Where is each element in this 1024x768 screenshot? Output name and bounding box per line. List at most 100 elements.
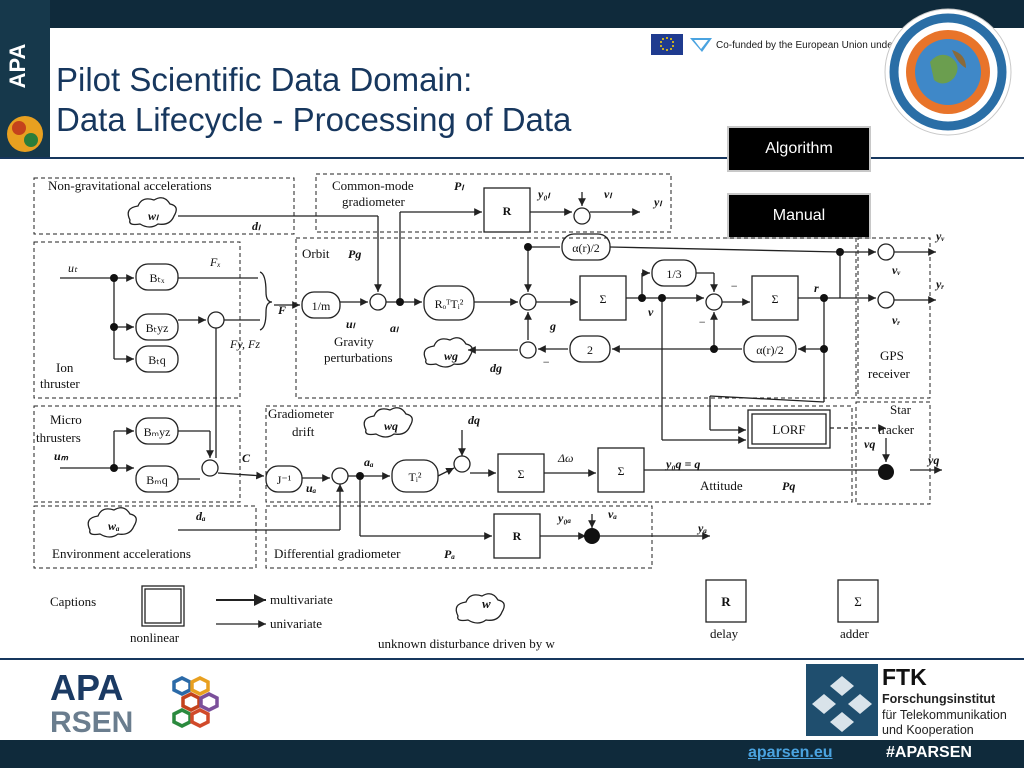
text-r-diff: R — [513, 529, 522, 543]
sig-wa: wₐ — [108, 519, 120, 533]
sig-Pg: Pg — [348, 247, 361, 261]
text-btyz: Bₜyz — [146, 321, 169, 335]
label-gps-2: receiver — [868, 366, 911, 381]
box-orbit — [295, 237, 857, 399]
sig-minus-1: − — [730, 279, 738, 293]
label-diffgrad: Differential gradiometer — [274, 546, 401, 561]
caption-univariate: univariate — [270, 616, 322, 631]
sig-C: C — [242, 451, 251, 465]
aparsen-hashtag: #APARSEN — [886, 744, 972, 761]
sig-dq: dq — [468, 413, 480, 427]
text-two: 2 — [587, 343, 593, 357]
sig-Pa: Pₐ — [444, 547, 455, 561]
sum-orbit-c — [519, 341, 537, 359]
text-j-inv: J⁻¹ — [277, 473, 292, 487]
label-ion-2: thruster — [40, 376, 80, 391]
ftk-title: FTK — [882, 664, 927, 690]
caption-delay-symbol — [705, 579, 747, 623]
sum-gps-v — [877, 243, 895, 261]
sig-yv: yᵥ — [934, 229, 944, 243]
label-grav-2: perturbations — [324, 350, 393, 365]
box-environment-accelerations — [33, 505, 257, 569]
sig-yl: yₗ — [652, 195, 662, 209]
box-gradiometer-drift — [265, 405, 853, 503]
label-gdrift-1: Gradiometer — [268, 406, 334, 421]
text-one-over-m: 1/m — [312, 299, 331, 313]
sum-micro — [201, 459, 219, 477]
label-micro-2: thrusters — [36, 430, 81, 445]
sig-domega: Δω — [557, 451, 574, 465]
fp7-icon — [690, 38, 712, 52]
label-cm-2: gradiometer — [342, 194, 405, 209]
caption-delay: delay — [710, 626, 739, 641]
eu-flag-icon — [651, 34, 683, 55]
aparsen-link[interactable]: aparsen.eu — [748, 744, 833, 761]
sig-minus-2: − — [698, 315, 706, 329]
caption-w: w — [482, 596, 491, 611]
sig-y0l: y₀ₗ — [536, 187, 551, 201]
page-title: Pilot Scientific Data Domain: Data Lifec… — [56, 60, 571, 140]
label-orbit: Orbit — [302, 246, 330, 261]
sum-drift-b — [453, 455, 471, 473]
sum-drift-a — [331, 467, 349, 485]
block-btyz — [135, 313, 179, 341]
caption-adder-block: Σ — [854, 594, 862, 609]
sig-wg: wg — [444, 349, 458, 363]
sig-ua: uₐ — [306, 481, 317, 495]
box-star-tracker — [855, 401, 931, 505]
caption-adder-symbol — [837, 579, 879, 623]
caption-nonlinear-symbol-inner — [144, 588, 182, 624]
tag-manual[interactable]: Manual — [727, 193, 871, 239]
sum-gps-r — [877, 291, 895, 309]
text-r-common: R — [503, 204, 512, 218]
aparsen-logo: APA RSEN — [50, 667, 230, 743]
block-two — [569, 335, 611, 363]
text-alpha-half-bottom: α(r)/2 — [756, 343, 784, 357]
text-sigma-2: Σ — [772, 292, 779, 306]
text-ti2: Tᵢ² — [409, 470, 422, 484]
caption-delay-block: R — [721, 594, 731, 609]
title-line-1: Pilot Scientific Data Domain: — [56, 61, 473, 98]
sig-vv: vᵥ — [892, 263, 900, 277]
text-sigma-1: Σ — [600, 292, 607, 306]
caption-multivariate: multivariate — [270, 592, 333, 607]
top-bar — [0, 0, 1024, 28]
sum-orbit-a — [369, 293, 387, 311]
block-lorf — [747, 409, 831, 449]
sig-yr: yᵣ — [934, 277, 944, 291]
block-ro-ti2 — [423, 285, 475, 321]
block-alpha-half-bottom — [743, 335, 797, 363]
label-gps-1: GPS — [880, 348, 904, 363]
sig-vq: vq — [864, 437, 875, 451]
sum-orbit-d — [705, 293, 723, 311]
sig-g: g — [549, 319, 556, 333]
sig-wl: wₗ — [148, 209, 159, 223]
text-alpha-half-top: α(r)/2 — [572, 241, 600, 255]
sig-aa: aₐ — [364, 455, 374, 469]
cloud-wq-icon — [363, 407, 413, 438]
block-btq — [135, 345, 179, 373]
text-ro-ti2: RₒᵀTᵢ² — [435, 297, 464, 311]
sig-v: v — [648, 305, 654, 319]
sig-dg: dg — [490, 361, 502, 375]
sidebar-logo-text: APA — [5, 43, 30, 88]
box-differential-gradiometer — [265, 505, 653, 569]
sig-r: r — [814, 281, 819, 295]
tag-algorithm[interactable]: Algorithm — [727, 126, 871, 172]
ftk-line-3: und Kooperation — [882, 723, 974, 737]
label-micro-1: Micro — [50, 412, 82, 427]
box-nongrav — [33, 177, 295, 235]
block-one-over-m — [301, 291, 341, 319]
eu-funding-text: Co-funded by the European Union under FP… — [716, 40, 971, 51]
ftk-line-2: für Telekommunikation — [882, 708, 1007, 722]
block-r-common — [483, 187, 531, 233]
apa-sidebar-logo: APA — [2, 6, 48, 156]
caption-title: Captions — [50, 594, 96, 609]
label-nongrav: Non-gravitational accelerations — [48, 178, 212, 193]
title-line-2: Data Lifecycle - Processing of Data — [56, 101, 572, 138]
label-star-1: Star — [890, 402, 912, 417]
block-btx — [135, 263, 179, 291]
sum-star — [878, 464, 894, 480]
sig-y0q: y₀q = q — [664, 457, 700, 471]
sum-diff — [584, 528, 600, 544]
